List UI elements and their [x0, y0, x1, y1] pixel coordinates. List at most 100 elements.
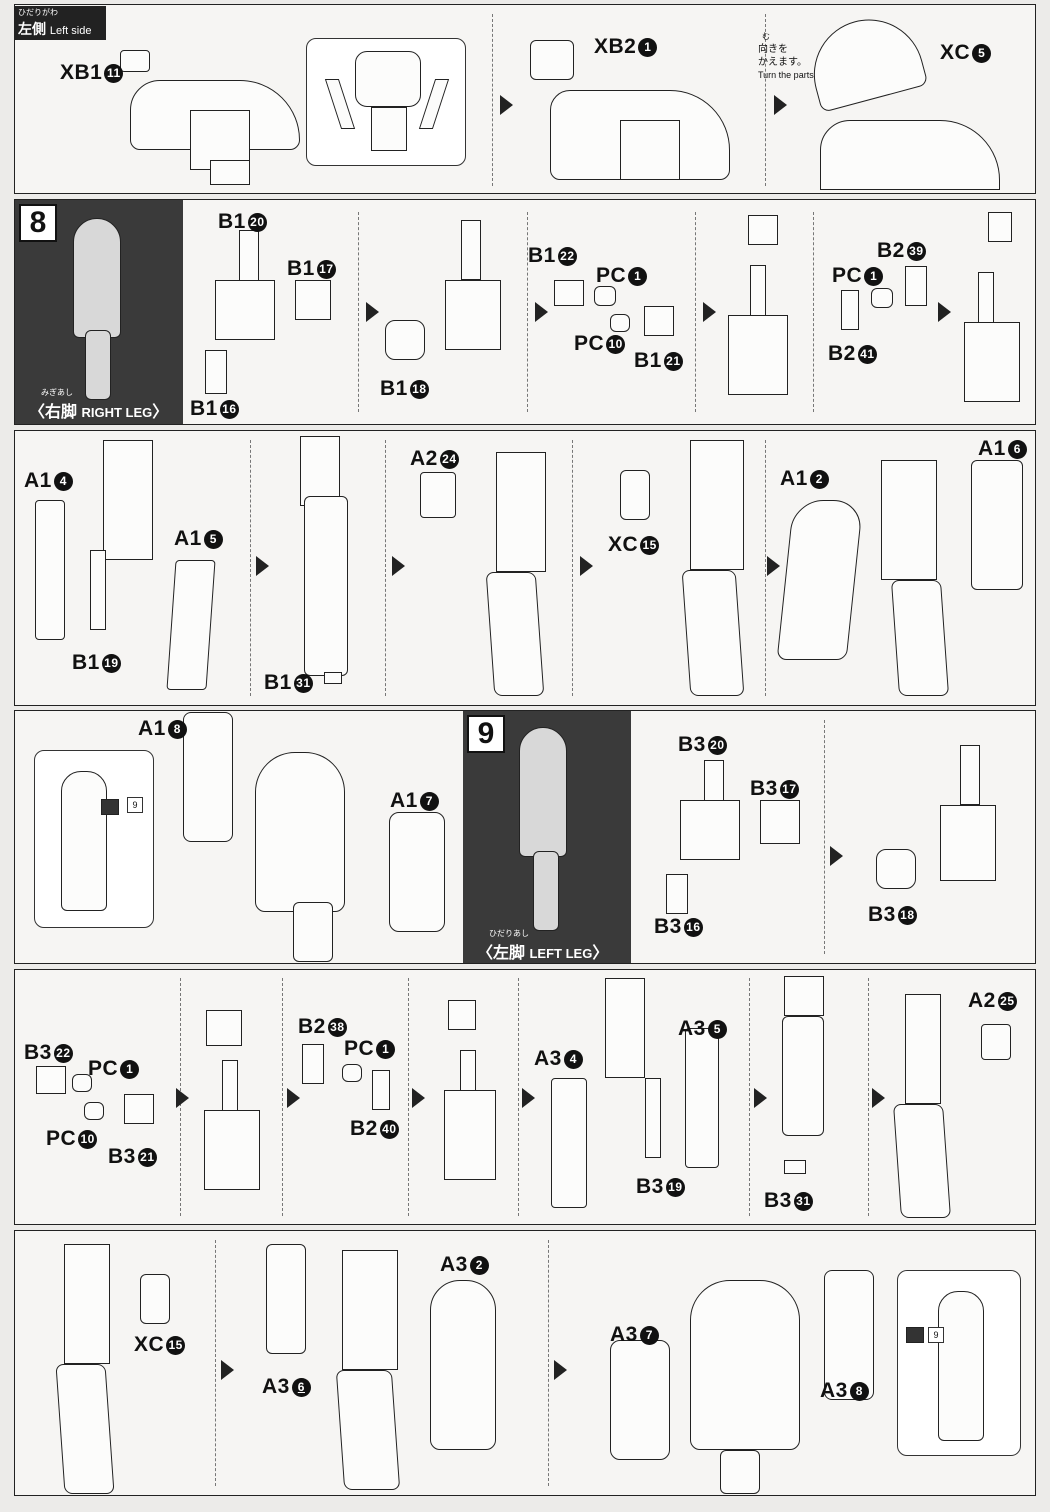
- detail-box-a3: 9: [897, 1270, 1021, 1456]
- header-en: Left side: [49, 25, 92, 37]
- leg-a3-6-2-figure: [260, 1240, 510, 1494]
- knee-b2-assembled-figure: [958, 212, 1028, 417]
- step-arrow: [535, 302, 548, 322]
- step9-title: ひだりあし 〈左脚 LEFT LEG〉: [477, 929, 609, 962]
- step8-panel: [14, 199, 1036, 425]
- step8-title: みぎあし 〈右脚 RIGHT LEG〉: [29, 388, 169, 421]
- step-arrow: [938, 302, 951, 322]
- step-arrow: [580, 556, 593, 576]
- step-arrow: [412, 1088, 425, 1108]
- b2-38-joint-figure: [302, 1040, 402, 1120]
- step8-header: 8 みぎあし 〈右脚 RIGHT LEG〉: [15, 200, 183, 424]
- knee-joint-figure: [550, 270, 690, 350]
- step-arrow: [221, 1360, 234, 1380]
- leg-a2-25-figure: [893, 994, 1025, 1220]
- b3-frame-step2-figure: [870, 745, 1020, 915]
- detail-ref-number: 9: [127, 797, 143, 813]
- head-assembly-figure: [110, 40, 310, 190]
- detail-box-a1: 9: [34, 750, 154, 928]
- step-arrow: [754, 1088, 767, 1108]
- leg-assembled-figure: [290, 436, 380, 696]
- turn-parts-note: む 向きを かえます。 Turn the parts.: [758, 32, 817, 80]
- step-arrow: [500, 95, 513, 115]
- leg-a1-8-7-figure: [175, 712, 455, 962]
- step9-number: 9: [467, 715, 505, 753]
- a1-armor-figure: [35, 440, 235, 700]
- step-arrow: [872, 1088, 885, 1108]
- step-arrow: [287, 1088, 300, 1108]
- b1-frame-figure: [205, 230, 345, 400]
- b2-knee-assembled-figure: [440, 1000, 510, 1200]
- header-jp: 左側: [18, 21, 46, 37]
- head-part-xb2-figure: [530, 30, 750, 190]
- leg-b3-31-figure: [774, 976, 854, 1176]
- leg-a3-frame-figure: [545, 978, 745, 1218]
- leg-a2-figure: [420, 452, 560, 696]
- step-arrow: [554, 1360, 567, 1380]
- step8-number: 8: [19, 204, 57, 242]
- leg-xc15-left-figure: [55, 1244, 200, 1494]
- step-arrow: [703, 302, 716, 322]
- detail-box-head: [306, 38, 466, 166]
- b3-knee-joint-figure: [32, 1060, 162, 1130]
- step9-header: 9 ひだりあし 〈左脚 LEFT LEG〉: [463, 711, 631, 963]
- step-arrow: [392, 556, 405, 576]
- detail-ref-number: 9: [928, 1327, 944, 1343]
- step-arrow: [830, 846, 843, 866]
- b3-frame-figure: [660, 760, 810, 930]
- b2-joint-figure: [835, 260, 935, 340]
- knee-assembled-figure: [720, 215, 800, 415]
- step-arrow: [176, 1088, 189, 1108]
- step-arrow: [522, 1088, 535, 1108]
- step-arrow: [767, 556, 780, 576]
- head-part-xc-figure: [800, 7, 1010, 190]
- step-arrow: [774, 95, 787, 115]
- leg-a3-7-8-figure: [610, 1260, 890, 1494]
- b3-knee-assembled-figure: [200, 1010, 270, 1200]
